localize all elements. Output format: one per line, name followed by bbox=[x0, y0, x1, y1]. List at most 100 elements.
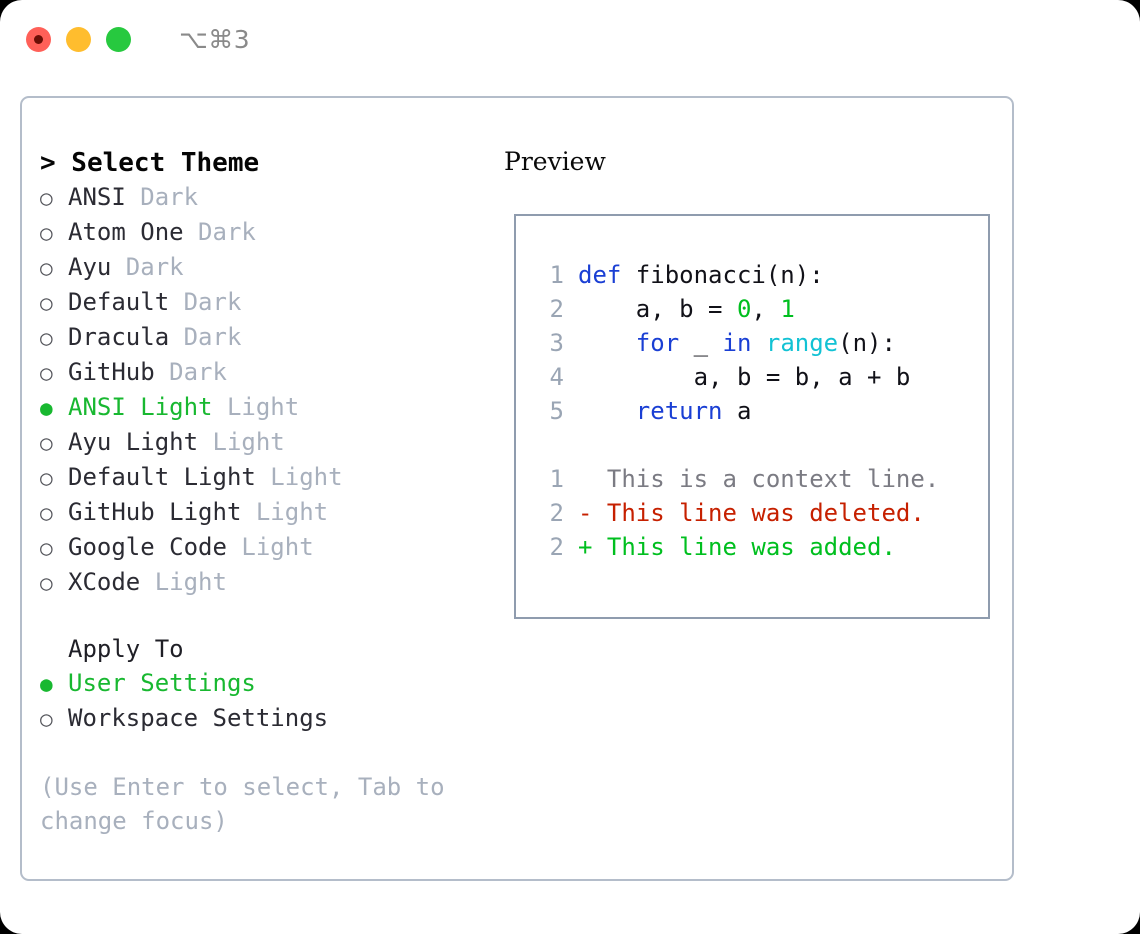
diff-text: This line was added. bbox=[592, 533, 896, 561]
theme-list-item[interactable]: ○ Ayu Light Light bbox=[40, 425, 492, 460]
theme-list-item[interactable]: ○GitHub Light Light bbox=[40, 495, 492, 530]
theme-kind-label: Dark bbox=[169, 288, 242, 316]
diff-sample: 1 This is a context line.2- This line wa… bbox=[530, 462, 988, 564]
line-number: 2 bbox=[549, 533, 564, 561]
radio-unselected-icon[interactable]: ○ bbox=[40, 256, 53, 280]
select-theme-header: > Select Theme bbox=[40, 148, 260, 178]
code-text: def fibonacci(n): bbox=[578, 258, 824, 292]
theme-kind-label: Light bbox=[255, 463, 343, 491]
diff-line: 2- This line was deleted. bbox=[530, 496, 988, 530]
code-token-kw: def bbox=[578, 261, 636, 289]
line-number: 3 bbox=[549, 329, 564, 357]
diff-line: 2 + This line was added. bbox=[530, 530, 988, 564]
apply-to-item[interactable]: ● User Settings bbox=[40, 666, 492, 701]
apply-to-label: User Settings bbox=[68, 669, 256, 697]
section-spacer bbox=[40, 600, 492, 632]
line-number: 5 bbox=[549, 397, 564, 425]
apply-to-item[interactable]: ○ Workspace Settings bbox=[40, 701, 492, 736]
apply-to-header: Apply To bbox=[68, 635, 184, 663]
radio-unselected-icon[interactable]: ○ bbox=[40, 501, 53, 525]
theme-list-item[interactable]: ○ GitHub Dark bbox=[40, 355, 492, 390]
radio-unselected-icon[interactable]: ○ bbox=[40, 221, 53, 245]
radio-unselected-icon[interactable]: ○ bbox=[40, 431, 53, 455]
apply-to-label: Workspace Settings bbox=[68, 704, 329, 732]
radio-unselected-icon[interactable]: ○ bbox=[40, 466, 53, 490]
keyboard-shortcut-label: ⌥⌘3 bbox=[179, 24, 251, 54]
diff-line: 1 This is a context line. bbox=[530, 462, 988, 496]
diff-marker: - bbox=[578, 499, 593, 527]
panel-body: > Select Theme ○ANSI Dark○Atom One Dark○… bbox=[22, 98, 1012, 879]
line-number: 1 bbox=[549, 261, 564, 289]
code-token-num: 1 bbox=[780, 295, 795, 323]
main-panel: > Select Theme ○ANSI Dark○Atom One Dark○… bbox=[20, 96, 1014, 881]
line-number: 1 bbox=[549, 465, 564, 493]
radio-unselected-icon[interactable]: ○ bbox=[40, 291, 53, 315]
code-token-plain: a, b = b, a + b bbox=[578, 363, 911, 391]
theme-list-item[interactable]: ○Google Code Light bbox=[40, 530, 492, 565]
keyboard-hint: (Use Enter to select, Tab to change focu… bbox=[40, 773, 445, 835]
radio-selected-icon[interactable]: ● bbox=[40, 672, 53, 696]
code-token-plain: a, b = bbox=[578, 295, 737, 323]
code-line: 2 a, b = 0, 1 bbox=[530, 292, 988, 326]
close-icon bbox=[34, 34, 43, 44]
theme-name: Dracula bbox=[68, 323, 170, 351]
radio-unselected-icon[interactable]: ○ bbox=[40, 536, 53, 560]
theme-list-item[interactable]: ○Atom One Dark bbox=[40, 215, 492, 250]
code-line: 5 return a bbox=[530, 394, 988, 428]
theme-list-item[interactable]: ○Default Dark bbox=[40, 285, 492, 320]
line-number: 4 bbox=[549, 363, 564, 391]
theme-kind-label: Dark bbox=[111, 253, 184, 281]
code-token-plain: (n): bbox=[838, 329, 896, 357]
code-token-kw: in bbox=[722, 329, 752, 357]
theme-name: GitHub bbox=[68, 358, 155, 386]
diff-marker bbox=[578, 462, 592, 496]
code-line: 4 a, b = b, a + b bbox=[530, 360, 988, 394]
theme-list-item[interactable]: ○Ayu Dark bbox=[40, 250, 492, 285]
theme-kind-label: Dark bbox=[154, 358, 227, 386]
theme-kind-label: Dark bbox=[125, 183, 199, 211]
theme-kind-label: Light bbox=[226, 533, 314, 561]
radio-unselected-icon[interactable]: ○ bbox=[40, 707, 53, 731]
code-token-num: 0 bbox=[736, 295, 752, 323]
theme-name: ANSI bbox=[68, 183, 126, 211]
theme-kind-label: Light bbox=[140, 568, 227, 596]
theme-selector-column: > Select Theme ○ANSI Dark○Atom One Dark○… bbox=[22, 98, 492, 879]
radio-unselected-icon[interactable]: ○ bbox=[40, 571, 53, 595]
apply-to-list[interactable]: ● User Settings ○ Workspace Settings bbox=[40, 666, 492, 736]
code-text: a, b = b, a + b bbox=[578, 360, 911, 394]
diff-text: This line was deleted. bbox=[592, 499, 925, 527]
code-token-builtin: range bbox=[765, 329, 839, 357]
radio-unselected-icon[interactable]: ○ bbox=[40, 361, 53, 385]
radio-unselected-icon[interactable]: ○ bbox=[40, 186, 53, 210]
theme-kind-label: Light bbox=[198, 428, 285, 456]
theme-name: XCode bbox=[68, 568, 141, 596]
minimize-window-button[interactable] bbox=[66, 26, 91, 52]
theme-list-item[interactable]: ○ Dracula Dark bbox=[40, 320, 492, 355]
close-window-button[interactable] bbox=[26, 26, 51, 52]
line-number: 2 bbox=[549, 295, 564, 323]
radio-selected-icon[interactable]: ● bbox=[40, 396, 53, 420]
line-number: 2 bbox=[549, 499, 564, 527]
maximize-window-button[interactable] bbox=[106, 26, 131, 52]
theme-list-item[interactable]: ●ANSI Light Light bbox=[40, 390, 492, 425]
theme-kind-label: Light bbox=[212, 393, 300, 421]
theme-list[interactable]: ○ANSI Dark○Atom One Dark○Ayu Dark○Defaul… bbox=[40, 180, 492, 600]
theme-name: Ayu Light bbox=[68, 428, 199, 456]
theme-list-item[interactable]: ○ XCode Light bbox=[40, 565, 492, 600]
code-text: a, b = 0, 1 bbox=[578, 292, 795, 326]
title-bar: ⌥⌘3 bbox=[0, 0, 1140, 78]
radio-unselected-icon[interactable]: ○ bbox=[40, 326, 53, 350]
code-token-plain: , bbox=[751, 295, 781, 323]
code-token-plain bbox=[578, 329, 636, 357]
theme-list-item[interactable]: ○ ANSI Dark bbox=[40, 180, 492, 215]
theme-list-item[interactable]: ○Default Light Light bbox=[40, 460, 492, 495]
preview-title: Preview bbox=[504, 147, 606, 176]
code-token-plain: _ bbox=[679, 329, 723, 357]
code-token-plain bbox=[578, 397, 636, 425]
code-token-plain: a bbox=[722, 397, 752, 425]
theme-kind-label: Dark bbox=[169, 323, 242, 351]
diff-marker: + bbox=[578, 533, 593, 561]
